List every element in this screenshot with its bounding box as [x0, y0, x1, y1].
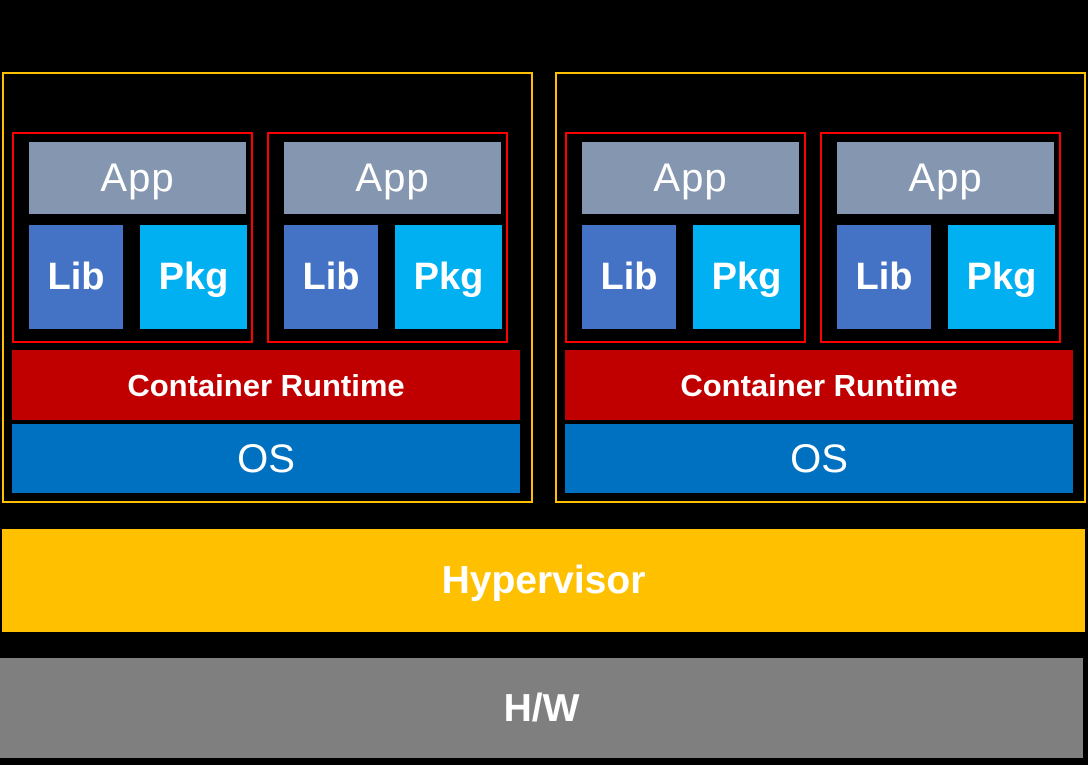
- os-box: OS: [565, 424, 1073, 493]
- app-label: App: [653, 156, 728, 200]
- lib-label: Lib: [855, 256, 913, 298]
- container-runtime-box: Container Runtime: [12, 350, 520, 420]
- lib-label: Lib: [600, 256, 658, 298]
- app-box: App: [29, 142, 246, 214]
- app-label: App: [100, 156, 175, 200]
- app-box: App: [284, 142, 501, 214]
- container-box: App Lib Pkg: [12, 132, 253, 343]
- lib-box: Lib: [837, 225, 931, 329]
- os-box: OS: [12, 424, 520, 493]
- lib-label: Lib: [47, 256, 105, 298]
- pkg-label: Pkg: [966, 256, 1037, 298]
- lib-box: Lib: [582, 225, 676, 329]
- container-box: App Lib Pkg: [565, 132, 806, 343]
- pkg-box: Pkg: [948, 225, 1055, 329]
- hardware-box: H/W: [0, 658, 1083, 758]
- vm-box-1: App Lib Pkg App Lib Pkg Container Runtim…: [2, 72, 533, 503]
- os-label: OS: [237, 436, 295, 481]
- lib-label: Lib: [302, 256, 360, 298]
- app-label: App: [355, 156, 430, 200]
- container-box: App Lib Pkg: [267, 132, 508, 343]
- app-label: App: [908, 156, 983, 200]
- app-box: App: [837, 142, 1054, 214]
- os-label: OS: [790, 436, 848, 481]
- lib-box: Lib: [284, 225, 378, 329]
- pkg-label: Pkg: [711, 256, 782, 298]
- hypervisor-label: Hypervisor: [441, 559, 646, 602]
- pkg-box: Pkg: [395, 225, 502, 329]
- hardware-label: H/W: [503, 686, 580, 730]
- container-box: App Lib Pkg: [820, 132, 1061, 343]
- pkg-label: Pkg: [413, 256, 484, 298]
- pkg-label: Pkg: [158, 256, 229, 298]
- lib-box: Lib: [29, 225, 123, 329]
- container-runtime-box: Container Runtime: [565, 350, 1073, 420]
- container-runtime-label: Container Runtime: [127, 367, 405, 403]
- hypervisor-box: Hypervisor: [2, 529, 1085, 632]
- pkg-box: Pkg: [140, 225, 247, 329]
- vm-box-2: App Lib Pkg App Lib Pkg Container Runtim…: [555, 72, 1086, 503]
- pkg-box: Pkg: [693, 225, 800, 329]
- app-box: App: [582, 142, 799, 214]
- container-runtime-label: Container Runtime: [680, 367, 958, 403]
